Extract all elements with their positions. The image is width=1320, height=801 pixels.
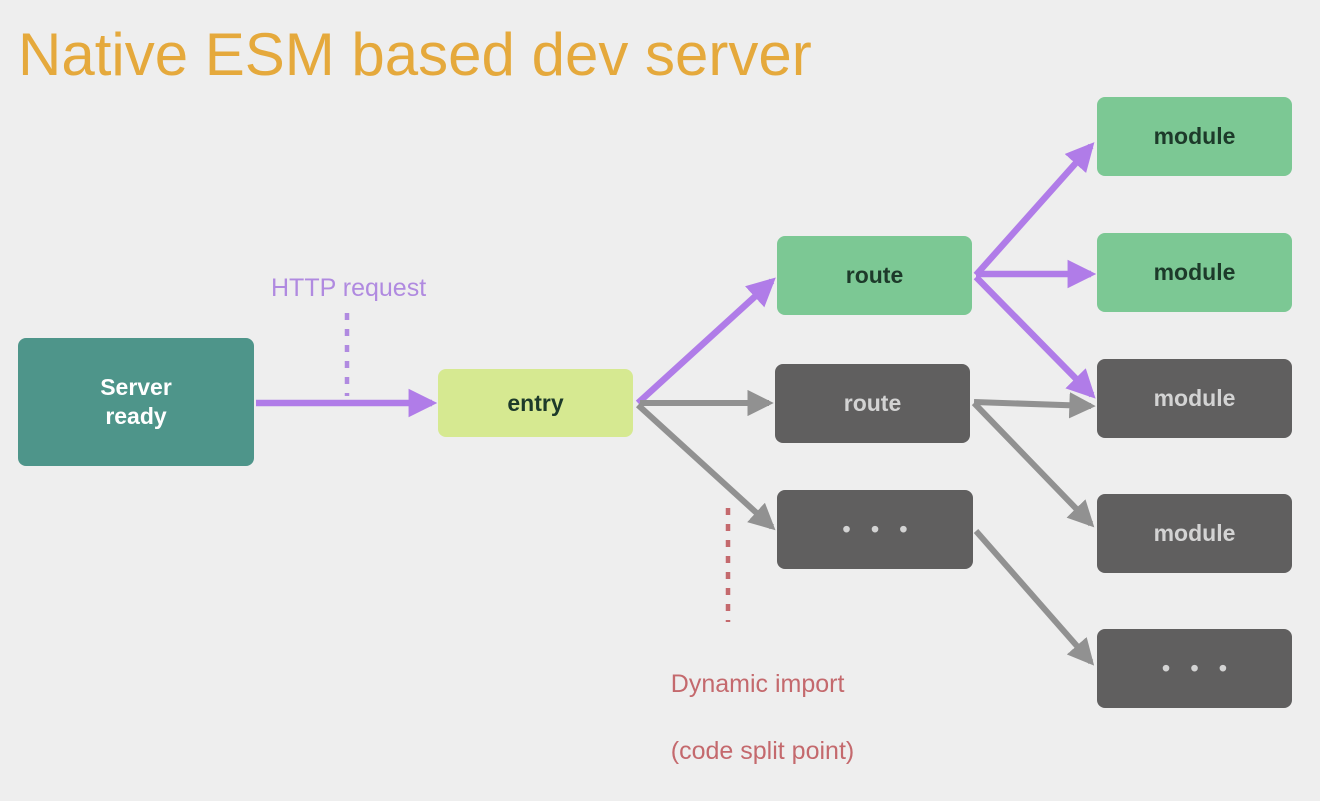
slide-canvas: Native ESM based dev server (18, 21, 1292, 765)
page-title: Native ESM based dev server (18, 21, 812, 88)
node-route-green-label: route (845, 262, 904, 289)
edge-route-to-module-3 (973, 274, 1096, 399)
node-server-ready-label: Server ready (100, 374, 172, 429)
node-module-4[interactable]: module (1097, 494, 1292, 573)
node-module-4-label: module (1153, 520, 1236, 547)
node-server-ready[interactable]: Server ready (18, 338, 254, 466)
label-dynamic-import-line1: Dynamic import (670, 670, 845, 699)
node-module-3-label: module (1153, 385, 1236, 412)
node-entry[interactable]: entry (438, 369, 633, 437)
node-module-1-label: module (1153, 123, 1236, 150)
node-module-1[interactable]: module (1097, 97, 1292, 176)
node-route-gray[interactable]: route (775, 364, 970, 443)
edge-entry-to-ellipsis (635, 402, 776, 531)
node-module-3[interactable]: module (1097, 359, 1292, 438)
node-route-green[interactable]: route (777, 236, 972, 315)
node-route-gray-label: route (843, 390, 902, 417)
node-ellipsis-bottom-label: • • • (1162, 655, 1234, 682)
edge-route-gray-to-module-3 (973, 392, 1096, 419)
label-http-request: HTTP request (271, 274, 427, 302)
node-ellipsis-middle[interactable]: • • • (777, 490, 973, 569)
edge-route-to-module-1 (973, 142, 1095, 278)
node-ellipsis-middle-label: • • • (842, 516, 915, 543)
node-entry-label: entry (507, 389, 564, 416)
label-dynamic-import: Dynamic import (code split point) (643, 635, 854, 801)
edge-entry-to-route-green (635, 277, 776, 406)
node-module-2-label: module (1153, 259, 1236, 286)
node-module-2[interactable]: module (1097, 233, 1292, 312)
edge-ellipsis-to-ellipsis (973, 529, 1095, 666)
label-dynamic-import-line2: (code split point) (670, 736, 855, 765)
edge-route-gray-to-module-4 (971, 400, 1095, 528)
node-ellipsis-bottom[interactable]: • • • (1097, 629, 1292, 708)
